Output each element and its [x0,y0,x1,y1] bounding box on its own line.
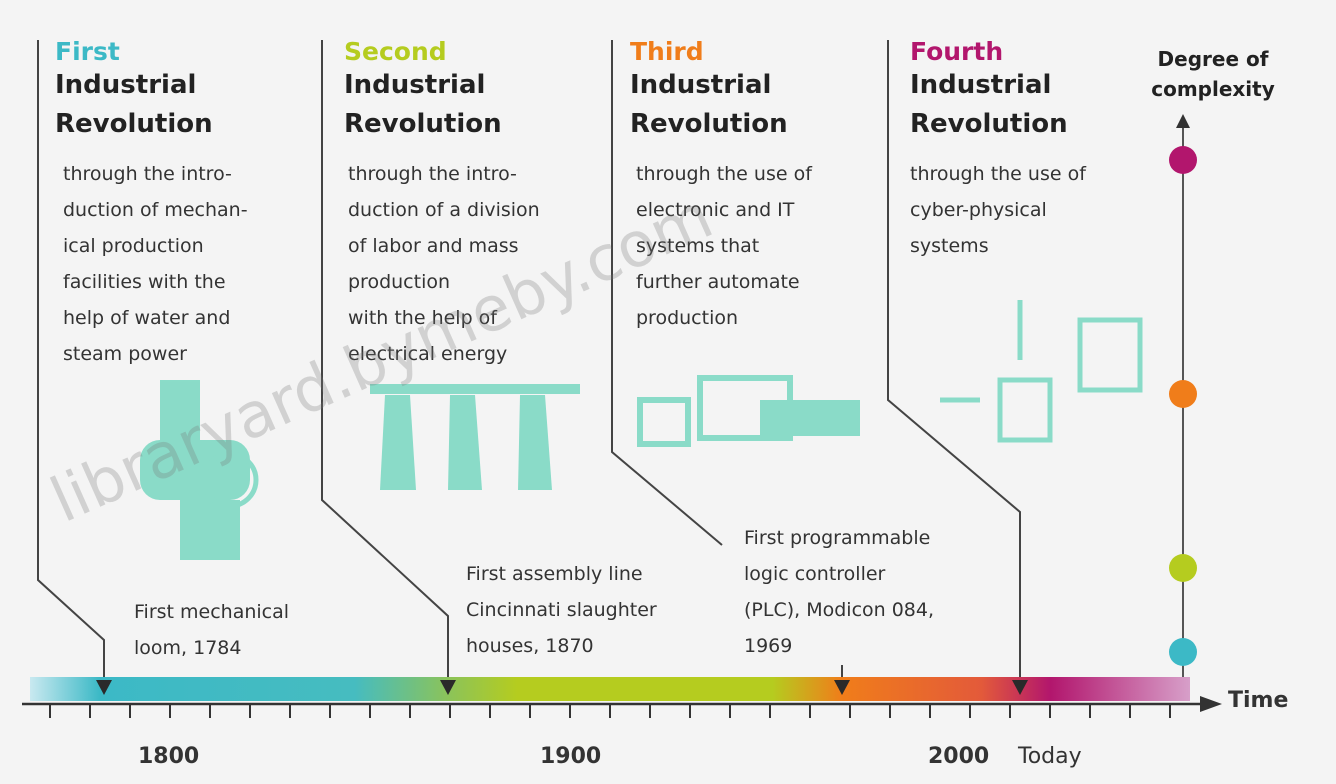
milestone-line: (PLC), Modicon 084, [744,599,935,621]
time-ticks [49,704,1171,718]
revolution-title-line1: Industrial [55,70,197,100]
desc-line: electrical energy [348,343,508,365]
milestone-line: houses, 1870 [466,635,594,657]
desc-line: production [636,307,739,329]
revolution-description: through the use of cyber-physical system… [910,156,1140,264]
revolution-description: through the intro- duction of a division… [348,156,614,372]
milestone-plc: First programmable logic controller (PLC… [744,520,1014,664]
cyber-physical-icon [940,300,1143,443]
axis-label-2000: 2000 [928,744,990,769]
desc-line: systems that [636,235,760,257]
milestone-line: First mechanical [134,601,290,623]
complexity-dot-first [1169,638,1197,666]
desc-line: further automate [636,271,800,293]
milestone-line: First assembly line [466,563,643,585]
revolution-title-line2: Revolution [910,109,1068,139]
revolution-title-line2: Revolution [344,109,502,139]
desc-line: cyber-physical [910,199,1047,221]
axis-label-today: Today [1018,744,1082,769]
era-2-line [321,40,449,688]
revolution-third: Third Industrial Revolution through the … [630,38,880,336]
desc-line: through the use of [636,163,812,185]
time-axis-label: Time [1228,688,1289,713]
milestone-line: loom, 1784 [134,637,242,659]
revolution-fourth: Fourth Industrial Revolution through the… [910,38,1140,264]
revolution-description: through the use of electronic and IT sys… [636,156,880,336]
revolution-title-line1: Industrial [910,70,1052,100]
desc-line: duction of mechan- [63,199,248,221]
milestone-line: Cincinnati slaughter [466,599,657,621]
desc-line: electronic and IT [636,199,795,221]
desc-line: production [348,271,451,293]
complexity-title: Degree of complexity [1128,44,1298,104]
era-1-line [37,40,105,688]
complexity-arrowhead [1176,114,1190,128]
revolution-ordinal: Second [344,37,447,66]
revolution-description: through the intro- duction of mechan- ic… [63,156,315,372]
milestone-marker-1 [96,680,112,695]
desc-line: of labor and mass [348,235,519,257]
revolution-ordinal: Third [630,37,704,66]
time-bar [30,677,1190,701]
desc-line: with the help of [348,307,497,329]
complexity-dot-second [1169,554,1197,582]
time-arrowhead [1200,696,1222,712]
milestone-loom: First mechanical loom, 1784 [134,594,374,666]
complexity-title-line1: Degree of [1157,47,1269,71]
complexity-title-line2: complexity [1151,77,1275,101]
assembly-line-icon [370,384,580,490]
desc-line: duction of a division [348,199,540,221]
desc-line: help of water and [63,307,231,329]
desc-line: steam power [63,343,187,365]
revolution-title-line1: Industrial [630,70,772,100]
revolution-title-line2: Revolution [630,109,788,139]
axis-label-1900: 1900 [540,744,602,769]
revolution-title-line2: Revolution [55,109,213,139]
milestone-line: logic controller [744,563,886,585]
era-3-line [611,40,723,546]
milestone-assembly-line: First assembly line Cincinnati slaughter… [466,556,726,664]
desc-line: through the intro- [63,163,232,185]
complexity-dot-third [1169,380,1197,408]
revolution-ordinal: Fourth [910,37,1004,66]
milestone-marker-4 [1012,680,1028,695]
axis-label-1800: 1800 [138,744,200,769]
desc-line: through the use of [910,163,1086,185]
revolution-first: First Industrial Revolution through the … [55,38,315,372]
revolution-title-line1: Industrial [344,70,486,100]
revolution-ordinal: First [55,37,120,66]
desc-line: ical production [63,235,204,257]
era-4-line [887,40,1021,688]
milestone-line: 1969 [744,635,793,657]
milestone-line: First programmable [744,527,931,549]
steam-engine-icon [140,380,259,560]
computer-icon [637,375,860,447]
revolution-second: Second Industrial Revolution through the… [344,38,614,372]
milestone-marker-2 [440,680,456,695]
desc-line: through the intro- [348,163,517,185]
desc-line: facilities with the [63,271,226,293]
complexity-dot-fourth [1169,146,1197,174]
desc-line: systems [910,235,989,257]
milestone-marker-3 [834,680,850,695]
